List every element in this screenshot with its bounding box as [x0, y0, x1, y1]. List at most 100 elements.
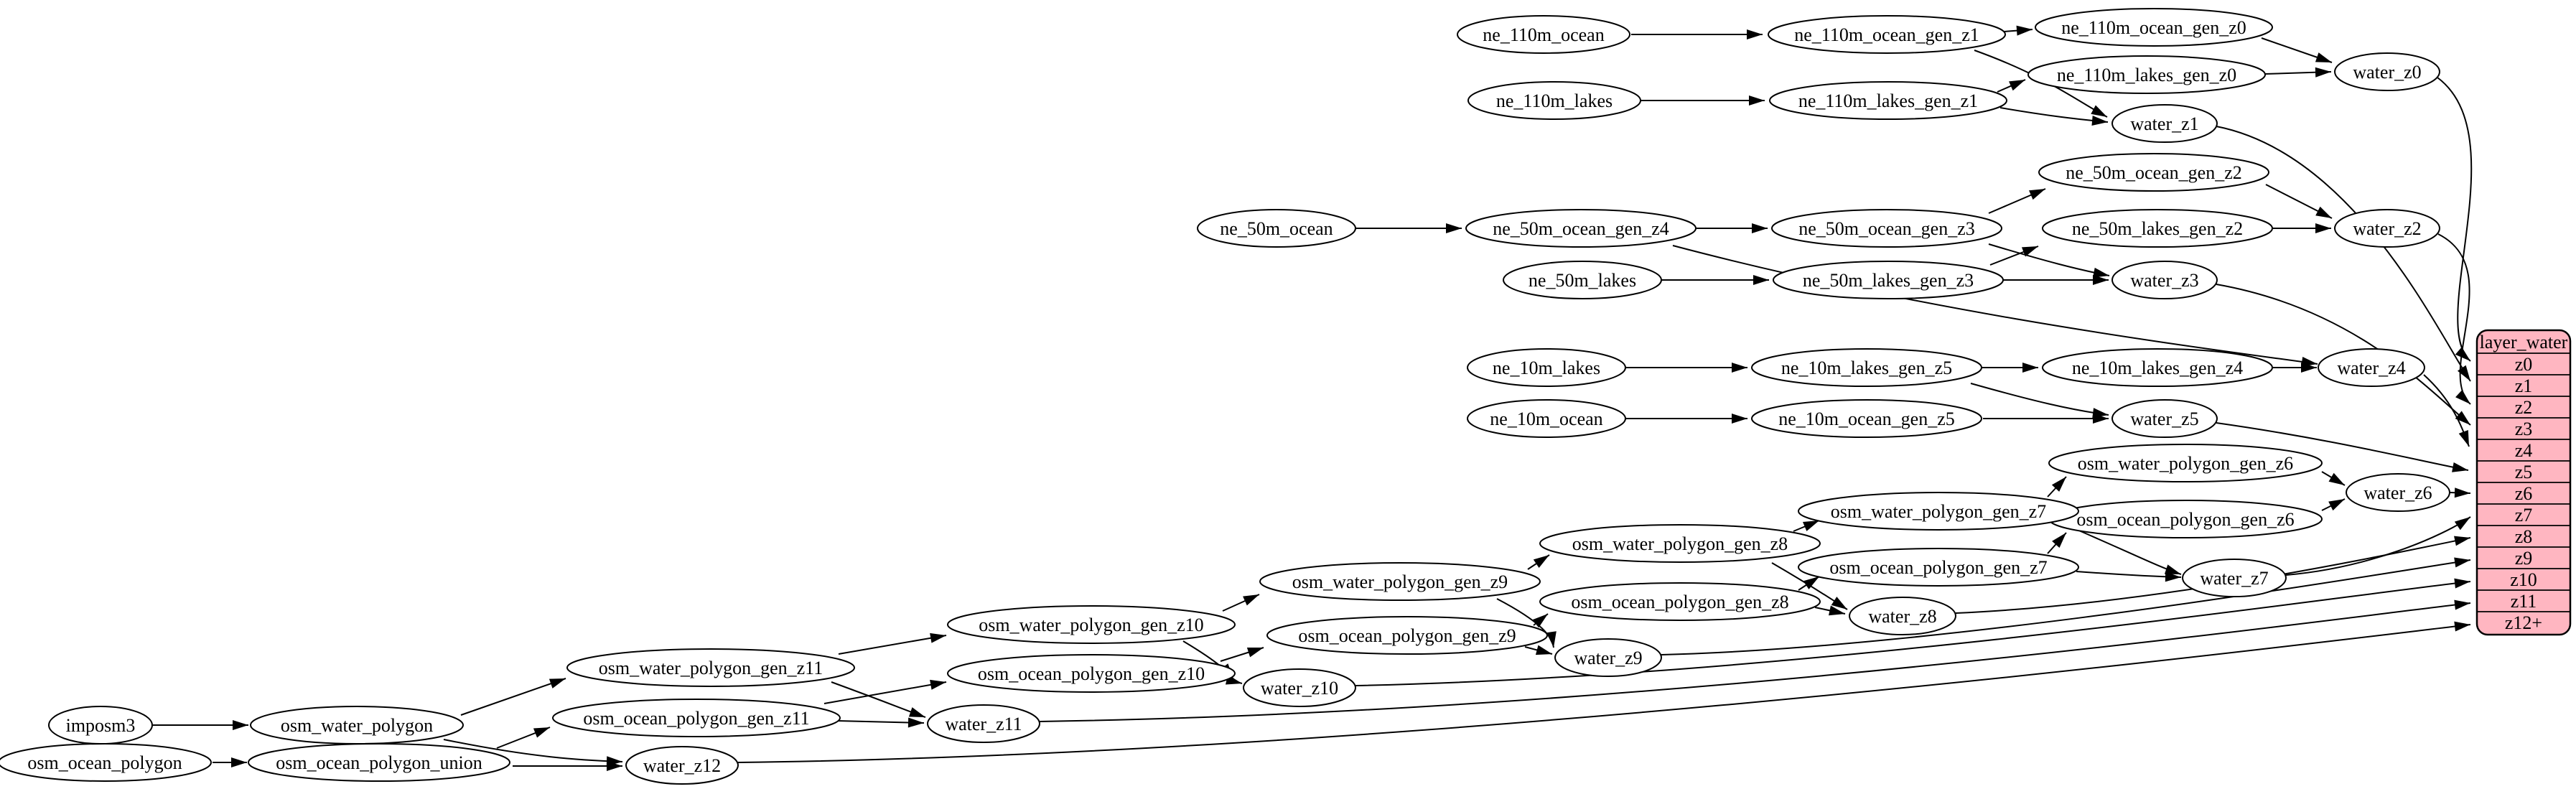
- node-water_z9: water_z9: [1554, 638, 1662, 677]
- table-row-z1: z1: [2515, 375, 2533, 396]
- node-label: ne_50m_ocean_gen_z2: [2066, 162, 2241, 183]
- edge-osm_ocean_polygon_gen_z10-to-water_z10: [1225, 674, 1243, 685]
- edge-water_z12-to-z12plus: [737, 621, 2471, 763]
- node-osm_ocean_polygon: osm_ocean_polygon: [0, 743, 212, 782]
- node-osm_water_polygon: osm_water_polygon: [250, 706, 464, 744]
- node-label: osm_ocean_polygon_gen_z8: [1571, 592, 1788, 612]
- edge-water_z7-to-z7: [2285, 516, 2471, 576]
- edges-layer: [153, 25, 2473, 771]
- node-label: osm_ocean_polygon_gen_z10: [978, 663, 1205, 684]
- node-label: ne_10m_ocean: [1490, 408, 1602, 429]
- table-row-z8: z8: [2515, 526, 2533, 547]
- node-water_z6: water_z6: [2346, 473, 2450, 512]
- edge-osm_ocean_polygon_gen_z8-to-osm_ocean_polygon_gen_z7: [1798, 576, 1820, 591]
- edge-osm_ocean_polygon_gen_z8-to-water_z8: [1814, 605, 1846, 616]
- edge-osm_water_polygon_gen_z11-to-osm_water_polygon_gen_z10: [838, 632, 947, 655]
- node-ne_110m_lakes_gen_z1: ne_110m_lakes_gen_z1: [1769, 81, 2007, 120]
- node-water_z8: water_z8: [1849, 597, 1956, 635]
- node-ne_50m_lakes_gen_z2: ne_50m_lakes_gen_z2: [2042, 209, 2273, 248]
- node-osm_ocean_polygon_gen_z11: osm_ocean_polygon_gen_z11: [552, 699, 841, 737]
- edge-water_z9-to-z9: [1661, 557, 2471, 655]
- node-osm_water_polygon_gen_z7: osm_water_polygon_gen_z7: [1798, 492, 2079, 531]
- node-osm_ocean_polygon_gen_z8: osm_ocean_polygon_gen_z8: [1539, 582, 1821, 621]
- node-ne_50m_ocean_gen_z2: ne_50m_ocean_gen_z2: [2038, 153, 2269, 192]
- node-label: ne_50m_ocean_gen_z4: [1493, 218, 1669, 239]
- edge-ne_110m_lakes_gen_z1-to-water_z1: [1999, 107, 2109, 126]
- edge-osm_ocean_polygon_gen_z7-to-osm_ocean_polygon_gen_z6: [2047, 532, 2067, 554]
- edge-osm_ocean_polygon_gen_z11-to-water_z11: [836, 717, 925, 728]
- node-osm_ocean_polygon_union: osm_ocean_polygon_union: [248, 743, 510, 782]
- node-ne_110m_ocean_gen_z0: ne_110m_ocean_gen_z0: [2035, 8, 2273, 47]
- edge-osm_water_polygon_gen_z7-to-osm_water_polygon_gen_z6: [2047, 476, 2067, 498]
- node-label: ne_10m_ocean_gen_z5: [1778, 408, 1954, 429]
- node-label: osm_water_polygon_gen_z7: [1831, 501, 2046, 522]
- node-label: water_z1: [2130, 113, 2198, 134]
- node-label: osm_ocean_polygon_union: [276, 752, 482, 773]
- node-label: osm_ocean_polygon_gen_z7: [1829, 557, 2047, 578]
- node-label: ne_110m_lakes_gen_z1: [1798, 90, 1978, 111]
- node-ne_10m_lakes_gen_z4: ne_10m_lakes_gen_z4: [2042, 348, 2273, 387]
- edge-osm_ocean_polygon_gen_z11-to-osm_ocean_polygon_gen_z10: [823, 679, 947, 704]
- edge-ne_110m_ocean_gen_z0-to-water_z0: [2261, 37, 2333, 63]
- edge-osm_ocean_polygon_gen_z6-to-water_z6: [2321, 498, 2346, 511]
- node-label: ne_10m_lakes: [1493, 358, 1600, 378]
- node-label: ne_50m_ocean_gen_z3: [1798, 218, 1974, 239]
- table-row-z10: z10: [2510, 569, 2537, 590]
- node-label: ne_50m_lakes_gen_z2: [2072, 218, 2243, 239]
- edge-ne_50m_ocean_gen_z2-to-water_z2: [2265, 184, 2333, 219]
- node-ne_10m_ocean: ne_10m_ocean: [1467, 399, 1626, 438]
- node-label: ne_10m_lakes_gen_z4: [2072, 358, 2243, 378]
- node-label: osm_water_polygon_gen_z8: [1572, 533, 1788, 554]
- table-row-z7: z7: [2515, 505, 2533, 526]
- edge-water_z4-to-z4: [2423, 374, 2470, 447]
- node-water_z3: water_z3: [2111, 261, 2218, 299]
- node-label: ne_10m_lakes_gen_z5: [1781, 358, 1952, 378]
- node-ne_110m_lakes_gen_z0: ne_110m_lakes_gen_z0: [2027, 55, 2266, 94]
- edge-water_z6-to-z6: [2449, 487, 2471, 498]
- edge-osm_ocean_polygon_gen_z10-to-osm_ocean_polygon_gen_z9: [1220, 647, 1264, 662]
- edge-water_z0-to-z0: [2437, 77, 2473, 362]
- node-ne_10m_lakes_gen_z5: ne_10m_lakes_gen_z5: [1751, 348, 1982, 387]
- node-label: osm_ocean_polygon: [27, 752, 182, 773]
- node-water_z5: water_z5: [2111, 399, 2218, 438]
- node-ne_50m_ocean_gen_z4: ne_50m_ocean_gen_z4: [1465, 209, 1697, 248]
- node-water_z12: water_z12: [625, 746, 739, 785]
- node-water_z2: water_z2: [2334, 209, 2440, 248]
- node-label: water_z4: [2337, 358, 2405, 378]
- node-label: osm_ocean_polygon_gen_z6: [2076, 509, 2294, 530]
- node-label: ne_50m_lakes_gen_z3: [1803, 270, 1974, 291]
- edge-osm_ocean_polygon_gen_z9-to-osm_ocean_polygon_gen_z8: [1532, 613, 1549, 628]
- edge-ne_50m_lakes_gen_z3-to-ne_50m_lakes_gen_z2: [1989, 246, 2039, 266]
- node-ne_50m_lakes_gen_z3: ne_50m_lakes_gen_z3: [1773, 261, 2004, 299]
- node-ne_10m_ocean_gen_z5: ne_10m_ocean_gen_z5: [1751, 399, 1982, 438]
- edge-ne_110m_ocean_gen_z1-to-ne_110m_ocean_gen_z0: [2003, 25, 2033, 36]
- table-row-z12plus: z12+: [2505, 612, 2542, 633]
- node-ne_50m_ocean_gen_z3: ne_50m_ocean_gen_z3: [1771, 209, 2002, 248]
- node-osm_water_polygon_gen_z11: osm_water_polygon_gen_z11: [566, 648, 855, 687]
- edge-water_z2-to-z2: [2437, 233, 2471, 405]
- node-water_z7: water_z7: [2182, 559, 2287, 597]
- node-label: ne_110m_ocean_gen_z1: [1794, 24, 1979, 45]
- node-label: water_z8: [1868, 606, 1936, 627]
- table-row-z9: z9: [2515, 548, 2533, 569]
- edge-ne_110m_lakes_gen_z1-to-ne_110m_lakes_gen_z0: [1997, 79, 2026, 93]
- node-water_z0: water_z0: [2334, 52, 2440, 91]
- table-row-z11: z11: [2511, 591, 2537, 612]
- table-row-z4: z4: [2515, 440, 2533, 461]
- node-label: osm_ocean_polygon_gen_z11: [583, 708, 809, 729]
- nodes-layer: ne_110m_ocean ne_110m_ocean_gen_z1 ne_11…: [0, 8, 2450, 785]
- node-label: water_z3: [2130, 270, 2198, 291]
- edge-osm_ocean_polygon_union-to-osm_ocean_polygon_gen_z11: [496, 727, 551, 749]
- node-ne_110m_lakes: ne_110m_lakes: [1467, 81, 1641, 120]
- node-osm_ocean_polygon_gen_z7: osm_ocean_polygon_gen_z7: [1798, 548, 2079, 587]
- node-label: ne_110m_lakes: [1496, 90, 1613, 111]
- node-osm_water_polygon_gen_z10: osm_water_polygon_gen_z10: [947, 605, 1236, 644]
- node-water_z1: water_z1: [2111, 104, 2218, 143]
- node-label: imposm3: [66, 715, 136, 736]
- table-row-z2: z2: [2515, 397, 2533, 418]
- table-row-z5: z5: [2515, 462, 2533, 482]
- edge-osm_ocean_polygon_gen_z7-to-water_z7: [2076, 571, 2182, 582]
- node-label: osm_water_polygon_gen_z11: [599, 658, 823, 678]
- edge-osm_water_polygon_gen_z9-to-water_z9: [1496, 598, 1557, 648]
